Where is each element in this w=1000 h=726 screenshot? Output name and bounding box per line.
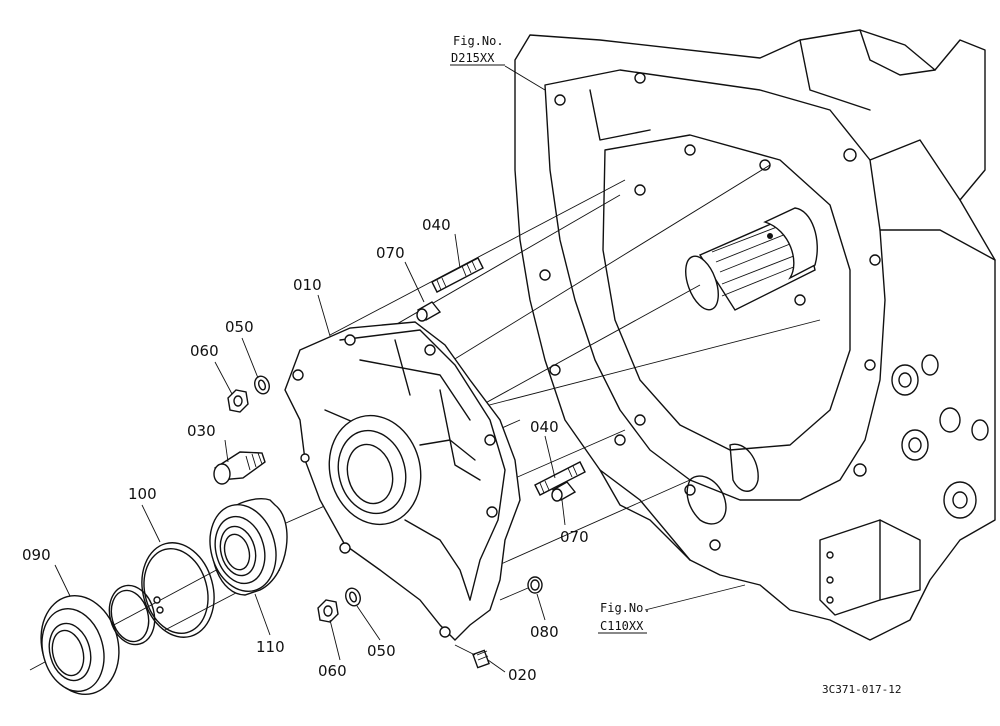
- label-090: 090: [22, 546, 51, 564]
- label-080: 080: [530, 623, 559, 641]
- nut-060-top: [227, 389, 249, 413]
- label-010: 010: [293, 276, 322, 294]
- label-030: 030: [187, 422, 216, 440]
- label-050-top: 050: [225, 318, 254, 336]
- nut-060-bottom: [317, 599, 339, 623]
- label-100: 100: [128, 485, 157, 503]
- washer-050-top: [254, 375, 270, 395]
- output-shaft: [685, 207, 818, 311]
- o-ring-080: [499, 576, 543, 601]
- pin-070-top: [416, 301, 442, 322]
- figref-bottom-label: Fig.No.: [600, 601, 651, 615]
- figref-top-label: Fig.No.: [453, 34, 504, 48]
- label-020: 020: [508, 666, 537, 684]
- cover-010: [284, 321, 521, 641]
- pin-070-bottom: [551, 481, 577, 502]
- drawing-code: 3C371-017-12: [822, 683, 901, 696]
- figure-reference-top: Fig.No. D215XX: [450, 34, 505, 66]
- leader-lines: [54, 233, 746, 673]
- figref-bottom-code: C110XX: [600, 619, 644, 633]
- label-060-top: 060: [190, 342, 219, 360]
- transmission-housing: [514, 29, 996, 641]
- stud-040-top: [431, 257, 484, 293]
- label-050-bottom: 050: [367, 642, 396, 660]
- label-070-bottom: 070: [560, 528, 589, 546]
- bolt-030: [213, 451, 266, 485]
- stud-040-bottom: [534, 461, 586, 496]
- bearing-110: [209, 498, 288, 596]
- label-110: 110: [256, 638, 285, 656]
- snap-ring-100: [108, 542, 215, 646]
- label-060-bottom: 060: [318, 662, 347, 680]
- figure-reference-bottom: Fig.No. C110XX: [598, 601, 651, 634]
- plug-020: [454, 644, 490, 669]
- figref-top-code: D215XX: [451, 51, 495, 65]
- label-040-top: 040: [422, 216, 451, 234]
- label-040-bottom: 040: [530, 418, 559, 436]
- label-070-top: 070: [376, 244, 405, 262]
- part-labels: 010 070 040 050 060 030 040 070 080 020 …: [22, 216, 589, 684]
- washer-050-bottom: [345, 587, 361, 607]
- oil-seal-090: [40, 595, 120, 695]
